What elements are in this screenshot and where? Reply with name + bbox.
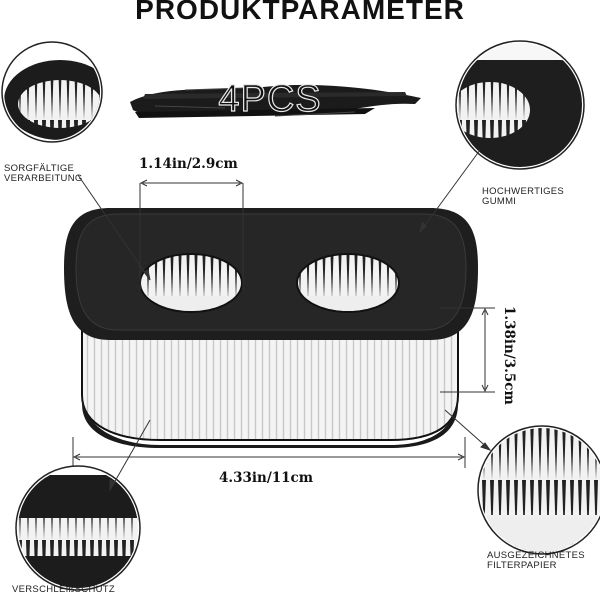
dimension-lines [72,179,495,468]
callout-label-rubber: HOCHWERTIGES GUMMI [482,186,565,207]
dimension-length: 4.33in/11cm [219,470,314,486]
callout-label-wear-protection: VERSCHLEIßSCHUTZ [12,584,115,595]
dimension-height: 1.38in/3.5cm [501,306,517,405]
callout-label-workmanship: SORGFÄLTIGE VERARBEITUNG [4,163,83,184]
page-title: PRODUKTPARAMETER [135,0,465,25]
air-filter-image [64,208,478,448]
quantity-label: 4PCS [218,77,322,120]
callout-detail-top-left [1,41,103,143]
dimension-hole-diameter: 1.14in/2.9cm [139,156,238,172]
callout-pointers [77,149,492,492]
brush-stroke-background [130,84,421,118]
callout-detail-bottom-left [15,465,141,591]
callout-detail-bottom-right [477,425,600,555]
callout-label-filter-paper: AUSGEZEICHNETES FILTERPAPIER [487,550,585,571]
callout-detail-top-right [455,40,585,170]
